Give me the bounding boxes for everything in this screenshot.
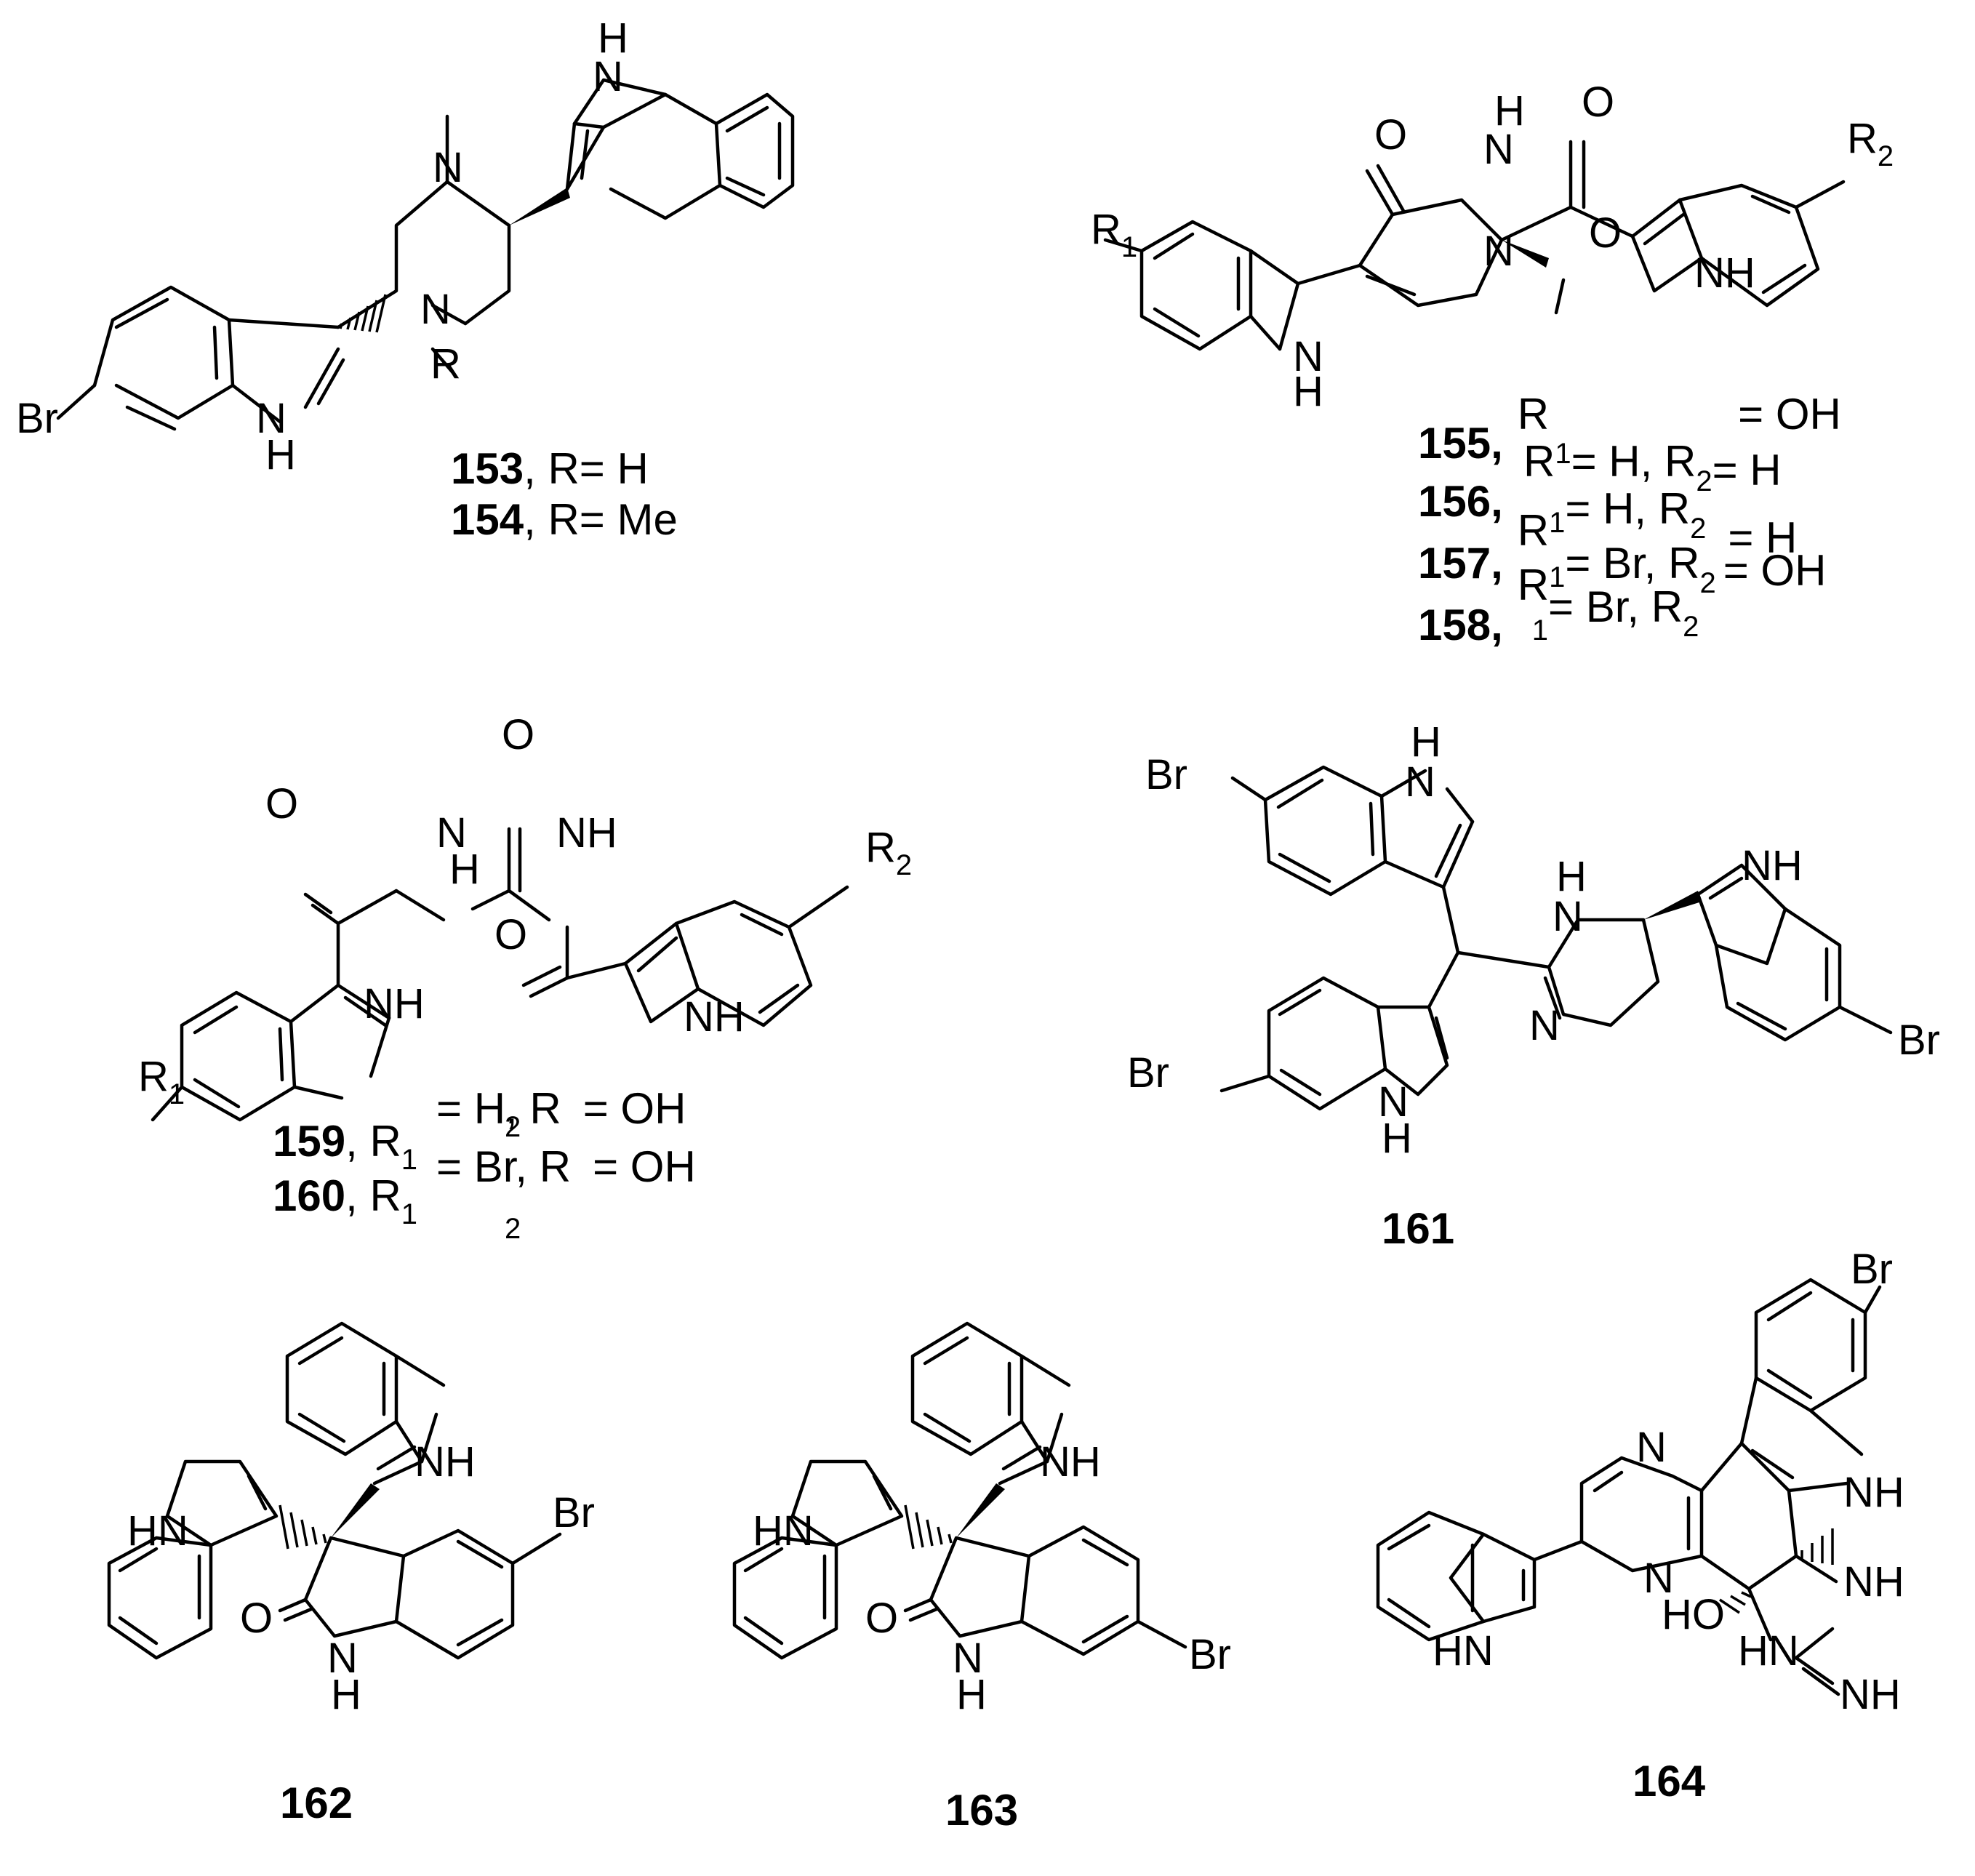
atom-label: N — [436, 809, 467, 857]
structure-164: Br NH N N NH HO HN NH HN 164 — [1376, 1246, 1904, 1805]
atom-label: O — [1374, 111, 1407, 159]
atom-label: O — [502, 711, 534, 758]
atom-label: Br — [1851, 1246, 1893, 1293]
atom-label: N — [1293, 333, 1323, 380]
atom-label: H — [1293, 368, 1323, 415]
compound-label-158: 158,1= Br, R2 — [1418, 582, 1699, 649]
atom-label: NH — [1840, 1671, 1901, 1718]
atom-label: R1 — [138, 1053, 185, 1110]
atom-label: Br — [553, 1489, 595, 1536]
structure-153-154: N H N N R Br N H 153, R= H 154, R= Me — [16, 15, 795, 544]
compound-label-157: 157,R1= Br, R2= OH — [1418, 539, 1826, 609]
atom-label: R2 — [865, 824, 912, 881]
atom-label: N — [327, 1635, 358, 1682]
atom-label: H — [1411, 718, 1441, 766]
compound-label-153: 153, R= H — [451, 444, 649, 493]
atom-label: NH — [414, 1438, 476, 1486]
atom-label: N — [1483, 126, 1514, 173]
compound-label-164: 164 — [1633, 1757, 1706, 1805]
atom-label: H — [449, 846, 480, 893]
atom-label: H — [1556, 853, 1587, 900]
atom-label: HN — [1738, 1627, 1799, 1675]
hashed-bond — [904, 1504, 953, 1550]
atom-label: N — [1553, 893, 1583, 940]
compound-label-161: 161 — [1382, 1204, 1454, 1253]
compound-label-159-top: = H, R= OH — [436, 1084, 686, 1133]
structure-161: Br H N H N N NH Br N H Br 161 — [1127, 718, 1940, 1253]
atom-label: HO — [1662, 1591, 1725, 1638]
compound-label-155: 155,R= OH — [1418, 390, 1841, 468]
atom-label: NH — [364, 980, 425, 1027]
atom-label: N — [1405, 758, 1435, 806]
compound-label-159: 159, R12 — [273, 1111, 521, 1176]
compound-label-160-top: = Br, R= OH — [436, 1142, 696, 1191]
atom-label: NH — [556, 809, 617, 857]
hashed-bond — [339, 294, 387, 333]
atom-label: R2 — [1847, 115, 1894, 172]
atom-label: Br — [1145, 751, 1187, 798]
atom-label: N — [1529, 1002, 1560, 1049]
atom-label: NH — [1843, 1558, 1904, 1606]
atom-label: N — [420, 286, 451, 333]
atom-label: Br — [16, 395, 58, 442]
hashed-bond — [1719, 1591, 1752, 1614]
atom-label: O — [265, 780, 298, 827]
atom-label: H — [265, 431, 296, 478]
atom-label: O — [1582, 79, 1614, 126]
atom-label: H — [1494, 87, 1525, 135]
compound-label-162: 162 — [280, 1779, 353, 1827]
atom-label: N — [256, 395, 287, 442]
atom-label: H — [331, 1671, 361, 1718]
compound-label-154: 154, R= Me — [451, 495, 678, 544]
atom-label: HN — [127, 1507, 188, 1555]
atom-label: N — [1483, 228, 1514, 275]
atom-label: O — [865, 1595, 898, 1642]
atom-label: O — [494, 911, 527, 958]
atom-label: N — [953, 1635, 983, 1682]
atom-label: H — [598, 15, 628, 62]
atom-label: N — [1643, 1555, 1674, 1602]
atom-label: N — [1636, 1424, 1667, 1471]
atom-label: HN — [753, 1507, 814, 1555]
atom-label: N — [593, 53, 623, 100]
hashed-bond — [279, 1504, 327, 1550]
atom-label: HN — [1433, 1627, 1494, 1675]
hashed-bond — [1800, 1528, 1834, 1565]
structure-155-158: O H N N O O NH R2 R1 N H 155,R= OH R1= H… — [1091, 79, 1894, 649]
atom-label: NH — [1694, 249, 1755, 297]
atom-label: O — [240, 1595, 273, 1642]
compound-label-156: 156,R1= H, R2= H — [1418, 477, 1797, 562]
atom-label: Br — [1127, 1049, 1169, 1097]
atom-label: NH — [1040, 1438, 1101, 1486]
structure-162: NH HN Br O N H 162 — [107, 1321, 595, 1827]
compound-label-155b: R1= H, R2= H — [1523, 437, 1782, 497]
atom-label: R — [430, 340, 461, 388]
atom-label: Br — [1898, 1017, 1940, 1064]
atom-label: H — [956, 1671, 987, 1718]
structure-159-160: O O N H NH O NH NH R2 R1 = H, R= OH 159,… — [138, 711, 912, 1245]
atom-label: NH — [1843, 1469, 1904, 1516]
atom-label: N — [433, 144, 463, 191]
atom-label: Br — [1189, 1631, 1231, 1678]
atom-label: O — [1589, 209, 1622, 257]
atom-label: R1 — [1091, 206, 1137, 263]
atom-label: N — [1378, 1078, 1409, 1126]
atom-label: NH — [1742, 842, 1803, 889]
atom-label: H — [1382, 1115, 1412, 1162]
structure-163: NH HN Br O N H 163 — [732, 1321, 1231, 1835]
compound-label-163: 163 — [945, 1786, 1018, 1835]
atom-label: NH — [684, 993, 745, 1041]
